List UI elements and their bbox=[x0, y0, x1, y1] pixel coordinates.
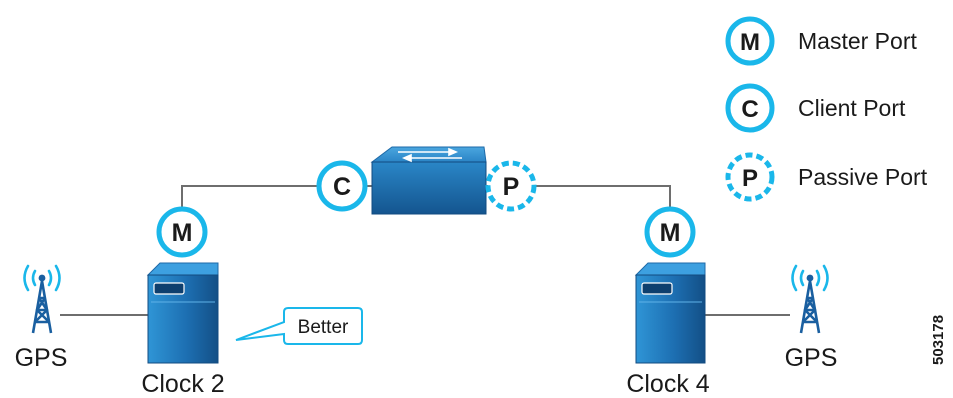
legend-client-label: Client Port bbox=[798, 95, 906, 121]
network-switch bbox=[370, 146, 487, 215]
svg-text:C: C bbox=[741, 96, 758, 123]
svg-text:P: P bbox=[742, 165, 758, 192]
clock4-master-port: M bbox=[644, 206, 696, 258]
link-clock2-switch bbox=[181, 185, 318, 209]
clock2-server bbox=[146, 262, 219, 364]
figure-id: 503178 bbox=[930, 315, 947, 365]
legend-master-label: Master Port bbox=[798, 28, 917, 54]
link-switch-clock4 bbox=[536, 185, 671, 209]
legend-passive-label: Passive Port bbox=[798, 164, 928, 190]
svg-text:C: C bbox=[333, 173, 351, 201]
svg-text:P: P bbox=[503, 173, 520, 201]
legend-client: C Client Port bbox=[725, 83, 906, 133]
legend-master: M Master Port bbox=[725, 16, 917, 66]
gps-left-label: GPS bbox=[15, 344, 68, 372]
clock2-master-port: M bbox=[156, 206, 208, 258]
gps-right-label: GPS bbox=[785, 344, 838, 372]
legend-passive: P Passive Port bbox=[725, 152, 928, 202]
svg-text:M: M bbox=[172, 219, 193, 247]
clock2-label: Clock 2 bbox=[141, 370, 224, 398]
callout-text: Better bbox=[298, 317, 349, 338]
switch-client-port: C bbox=[316, 160, 368, 212]
svg-text:M: M bbox=[660, 219, 681, 247]
gps-right-antenna-icon bbox=[791, 264, 829, 334]
clock4-label: Clock 4 bbox=[626, 370, 709, 398]
better-callout: Better bbox=[235, 307, 363, 345]
clock4-server bbox=[634, 262, 706, 364]
switch-arrows-icon bbox=[398, 147, 462, 163]
legend: M Master Port C Client Port P Passive Po… bbox=[725, 16, 928, 202]
svg-text:M: M bbox=[740, 29, 760, 56]
switch-passive-port: P bbox=[485, 160, 537, 212]
gps-left-antenna-icon bbox=[23, 264, 61, 334]
